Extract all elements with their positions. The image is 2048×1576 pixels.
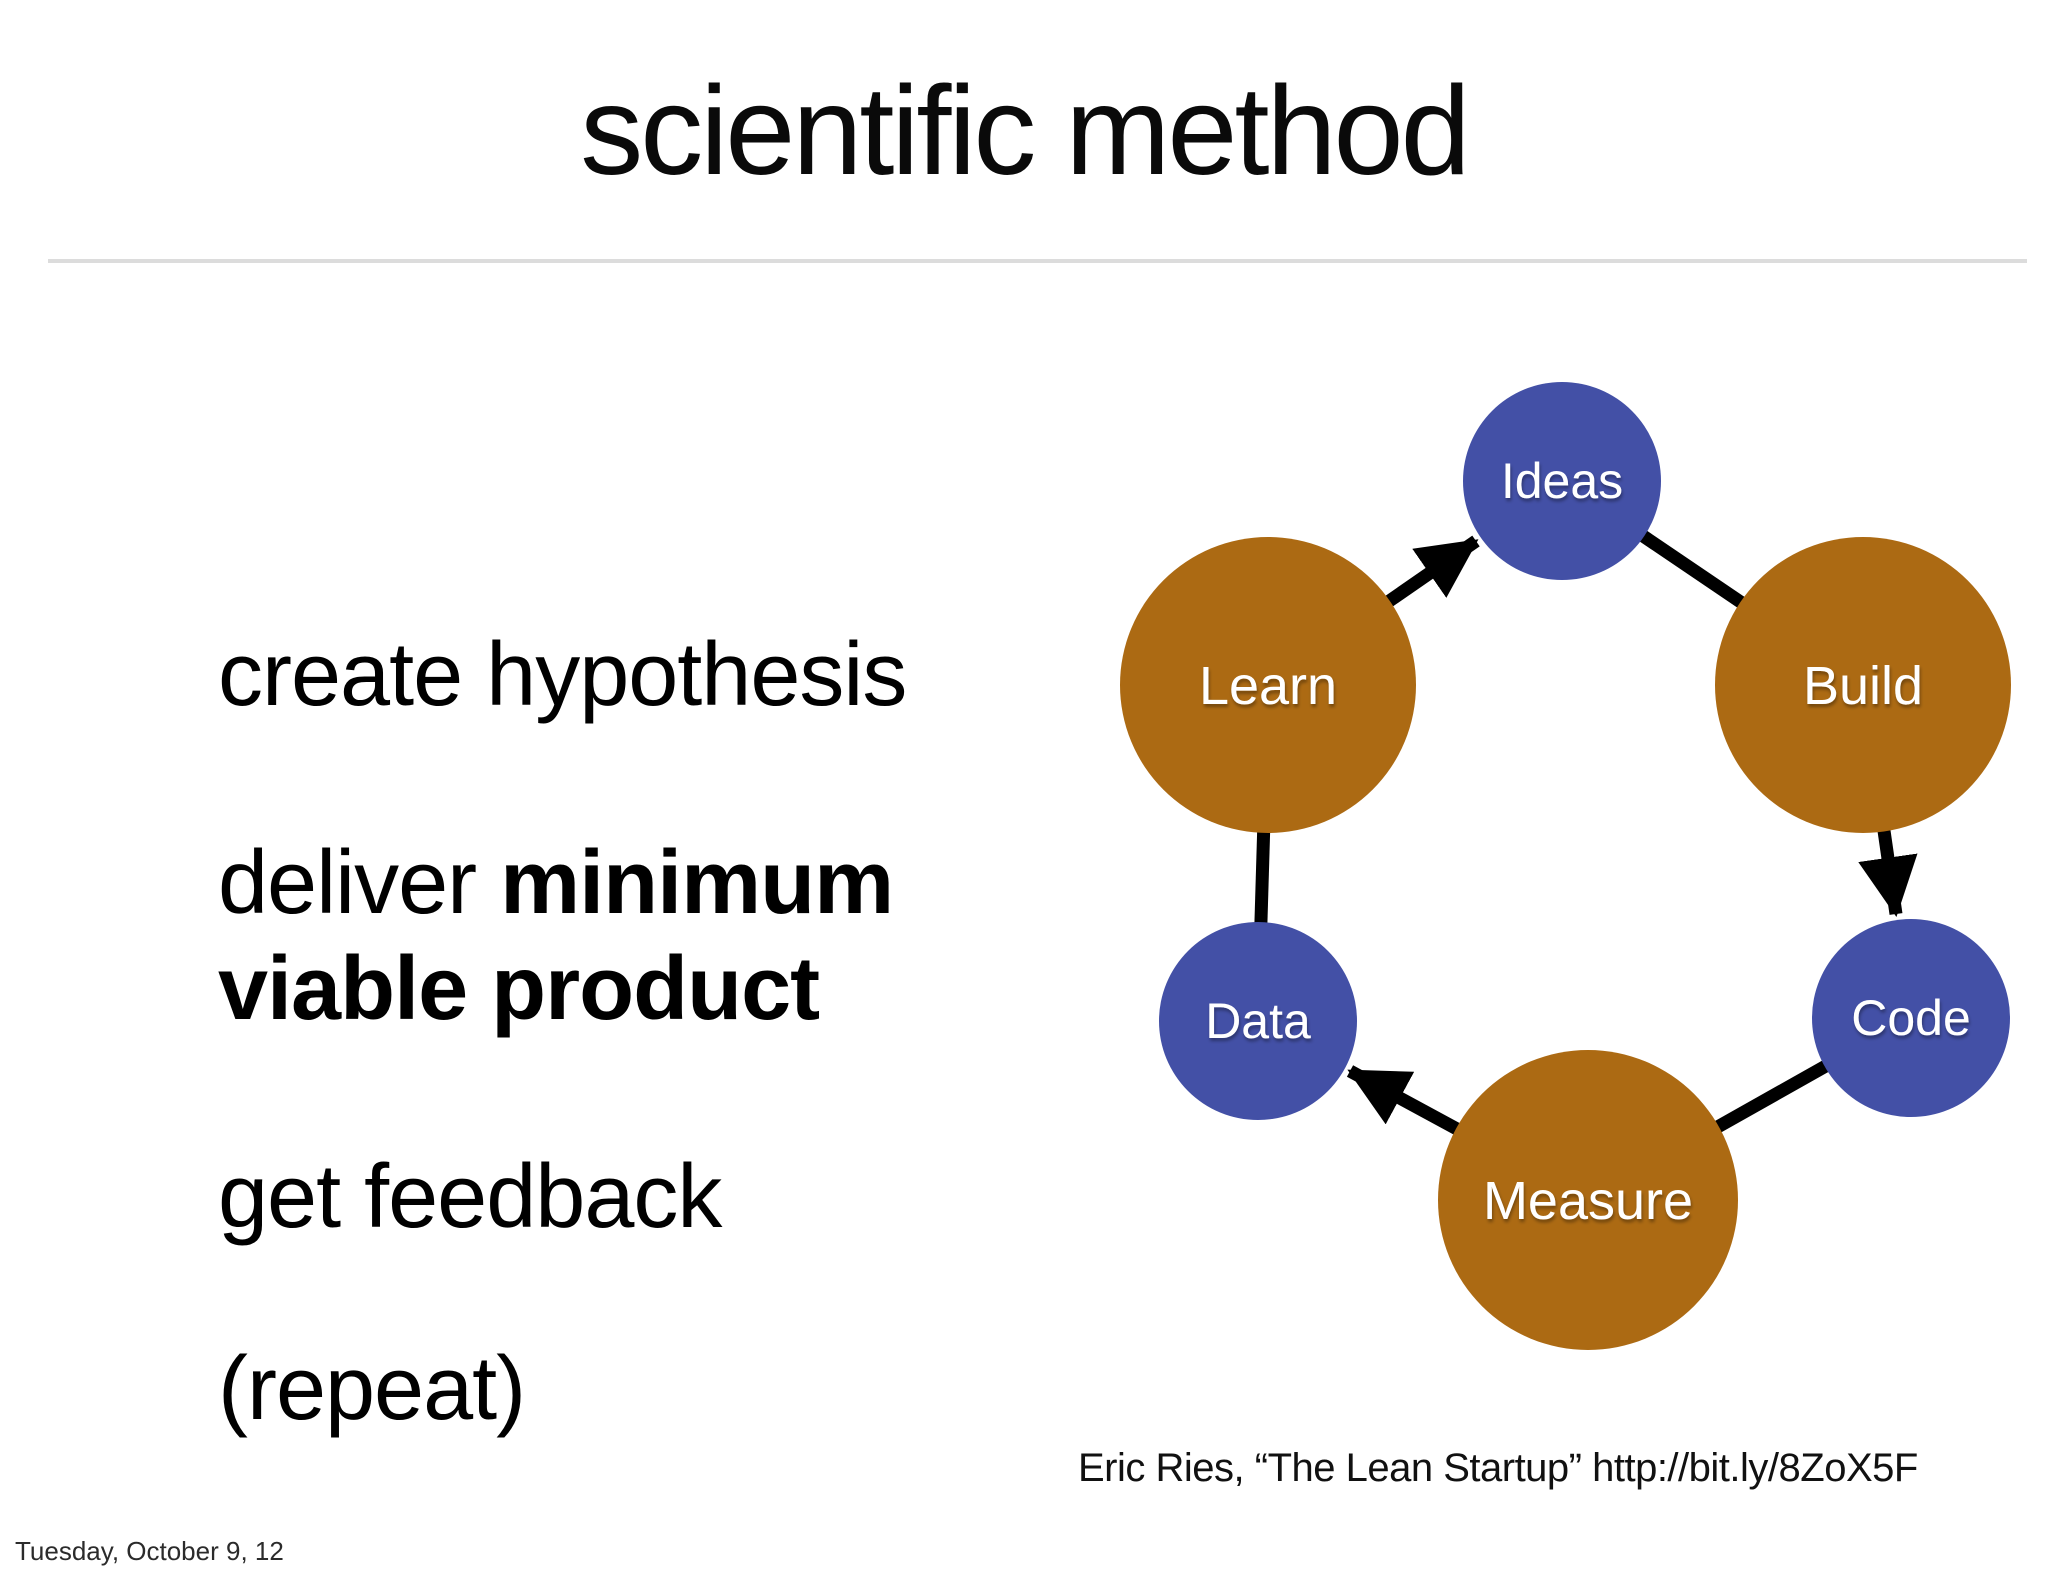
- node-ideas: Ideas: [1463, 382, 1661, 580]
- bullet-viable-product-bold-text: viable product: [218, 939, 820, 1039]
- bullet-deliver-text: deliver: [218, 833, 501, 933]
- bullet-create-hypothesis-text: create hypothesis: [218, 625, 907, 725]
- bullet-deliver-mvp-line1: deliver minimum: [218, 838, 894, 928]
- node-measure: Measure: [1438, 1050, 1738, 1350]
- node-data-label: Data: [1205, 993, 1311, 1049]
- node-measure-label: Measure: [1483, 1171, 1693, 1231]
- bullet-create-hypothesis: create hypothesis: [218, 630, 907, 720]
- node-learn: Learn: [1120, 537, 1416, 833]
- node-code-circle: [1812, 919, 2010, 1117]
- node-data-circle: [1159, 922, 1357, 1120]
- node-measure-circle: [1438, 1050, 1738, 1350]
- node-code: Code: [1812, 919, 2010, 1117]
- attribution-caption: Eric Ries, “The Lean Startup” http://bit…: [1078, 1446, 1918, 1490]
- node-ideas-label: Ideas: [1501, 453, 1623, 509]
- cycle-nodes: Ideas Build Code Measure Data Learn: [1120, 382, 2011, 1350]
- bullet-get-feedback: get feedback: [218, 1152, 722, 1242]
- title-divider: [48, 259, 2027, 263]
- bullet-repeat-text: (repeat): [218, 1339, 526, 1439]
- node-code-label: Code: [1851, 990, 1971, 1046]
- footer-timestamp: Tuesday, October 9, 12: [15, 1536, 284, 1566]
- bullet-get-feedback-text: get feedback: [218, 1147, 722, 1247]
- node-learn-label: Learn: [1199, 656, 1337, 716]
- bullet-minimum-bold-text: minimum: [500, 833, 894, 933]
- node-build-circle: [1715, 537, 2011, 833]
- bullet-repeat: (repeat): [218, 1344, 526, 1434]
- node-build: Build: [1715, 537, 2011, 833]
- node-build-label: Build: [1803, 656, 1923, 716]
- node-data: Data: [1159, 922, 1357, 1120]
- bullet-deliver-mvp-line2: viable product: [218, 944, 820, 1034]
- slide-title: scientific method: [580, 60, 1470, 201]
- node-ideas-circle: [1463, 382, 1661, 580]
- node-learn-circle: [1120, 537, 1416, 833]
